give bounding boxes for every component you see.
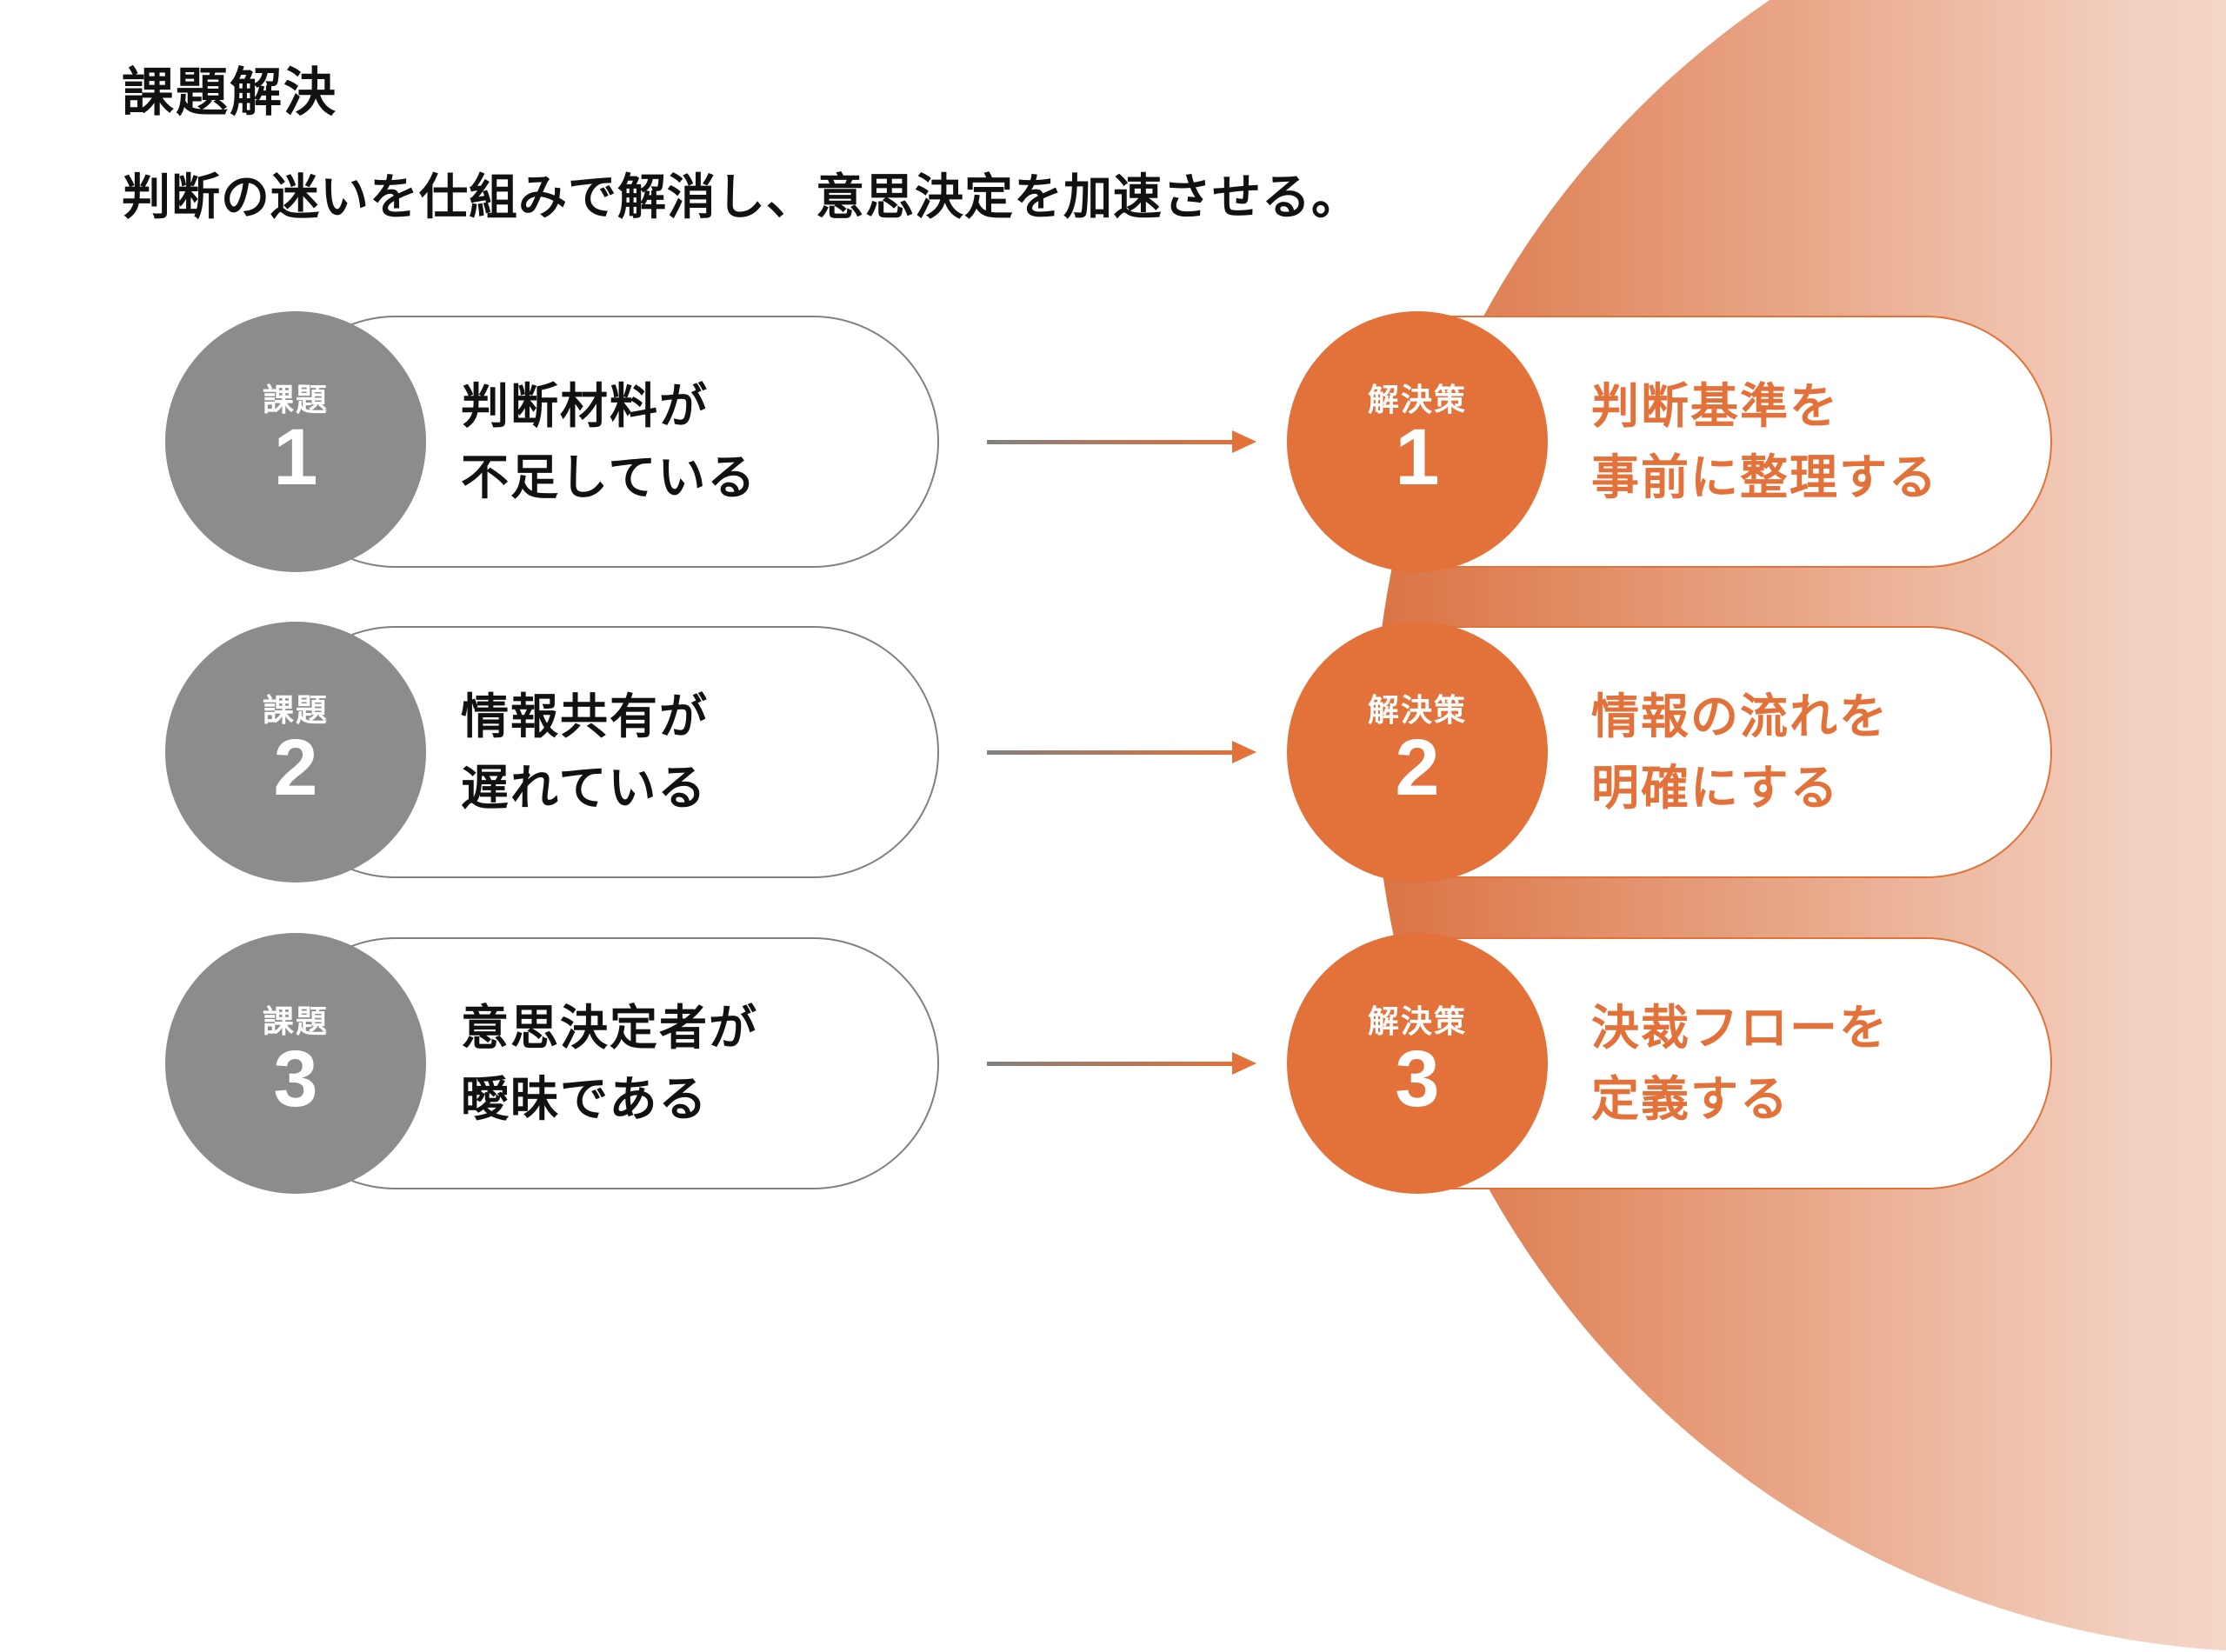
solution-text-line2: 定義する: [1591, 1072, 1790, 1126]
solution-badge-1: 解決策 1: [1287, 311, 1548, 572]
page-subtitle: 判断の迷いを仕組みで解消し、意思決定を加速させる。: [122, 170, 1361, 224]
problem-text-1: 判断材料が 不足している: [461, 311, 756, 572]
arrow-icon: [987, 738, 1256, 766]
problem-badge-label: 課題: [262, 691, 329, 728]
problem-badge-number: 1: [273, 412, 318, 502]
solution-text-1: 判断基準を 事前に整理する: [1591, 311, 1938, 572]
arrow-icon: [987, 1049, 1256, 1077]
solution-badge-number: 1: [1395, 412, 1440, 502]
problem-badge-label: 課題: [262, 1003, 329, 1039]
problem-text-line1: 意思決定者が: [461, 1000, 759, 1055]
arrow-head-icon: [1232, 741, 1256, 763]
solution-text-line1: 判断基準を: [1591, 378, 1840, 433]
problem-badge-number: 3: [273, 1034, 318, 1123]
solution-text-line2: 明確にする: [1591, 761, 1840, 815]
problem-text-line2: 不足している: [461, 450, 757, 504]
solution-text-line1: 情報の流れを: [1591, 689, 1889, 743]
problem-solution-row-2: 課題 2 情報共有が 遅れている 解決策 2 情報の流れを 明確にする: [0, 622, 2226, 883]
problem-text-2: 情報共有が 遅れている: [461, 622, 709, 883]
problem-text-line2: 遅れている: [461, 761, 708, 815]
solution-badge-label: 解決策: [1367, 1003, 1467, 1039]
problem-text-line1: 情報共有が: [461, 689, 710, 743]
problem-badge-3: 課題 3: [165, 933, 426, 1194]
arrow-line: [987, 439, 1232, 444]
arrow-line: [987, 1061, 1232, 1066]
solution-badge-number: 3: [1395, 1034, 1440, 1123]
arrow-head-icon: [1232, 1052, 1256, 1075]
problem-text-line2: 曖昧である: [461, 1072, 709, 1126]
solution-text-2: 情報の流れを 明確にする: [1591, 622, 1889, 883]
problem-text-3: 意思決定者が 曖昧である: [461, 933, 758, 1194]
solution-text-3: 決裁フローを 定義する: [1591, 933, 1889, 1194]
solution-text-line2: 事前に整理する: [1591, 450, 1939, 504]
solution-badge-label: 解決策: [1367, 691, 1467, 728]
arrow-head-icon: [1232, 430, 1256, 453]
page-title: 課題解決: [122, 63, 337, 122]
problem-badge-1: 課題 1: [165, 311, 426, 572]
arrow-line: [987, 749, 1232, 755]
problem-solution-row-3: 課題 3 意思決定者が 曖昧である 解決策 3 決裁フローを 定義する: [0, 933, 2226, 1194]
problem-badge-2: 課題 2: [165, 622, 426, 883]
arrow-icon: [987, 428, 1256, 456]
solution-badge-label: 解決策: [1367, 381, 1467, 417]
problem-solution-row-1: 課題 1 判断材料が 不足している 解決策 1 判断基準を 事前に整理する: [0, 311, 2226, 572]
problem-badge-number: 2: [273, 723, 318, 812]
solution-badge-3: 解決策 3: [1287, 933, 1548, 1194]
solution-badge-2: 解決策 2: [1287, 622, 1548, 883]
problem-badge-label: 課題: [262, 381, 329, 417]
solution-badge-number: 2: [1395, 723, 1440, 812]
solution-text-line1: 決裁フローを: [1591, 1000, 1889, 1055]
problem-text-line1: 判断材料が: [461, 378, 710, 433]
